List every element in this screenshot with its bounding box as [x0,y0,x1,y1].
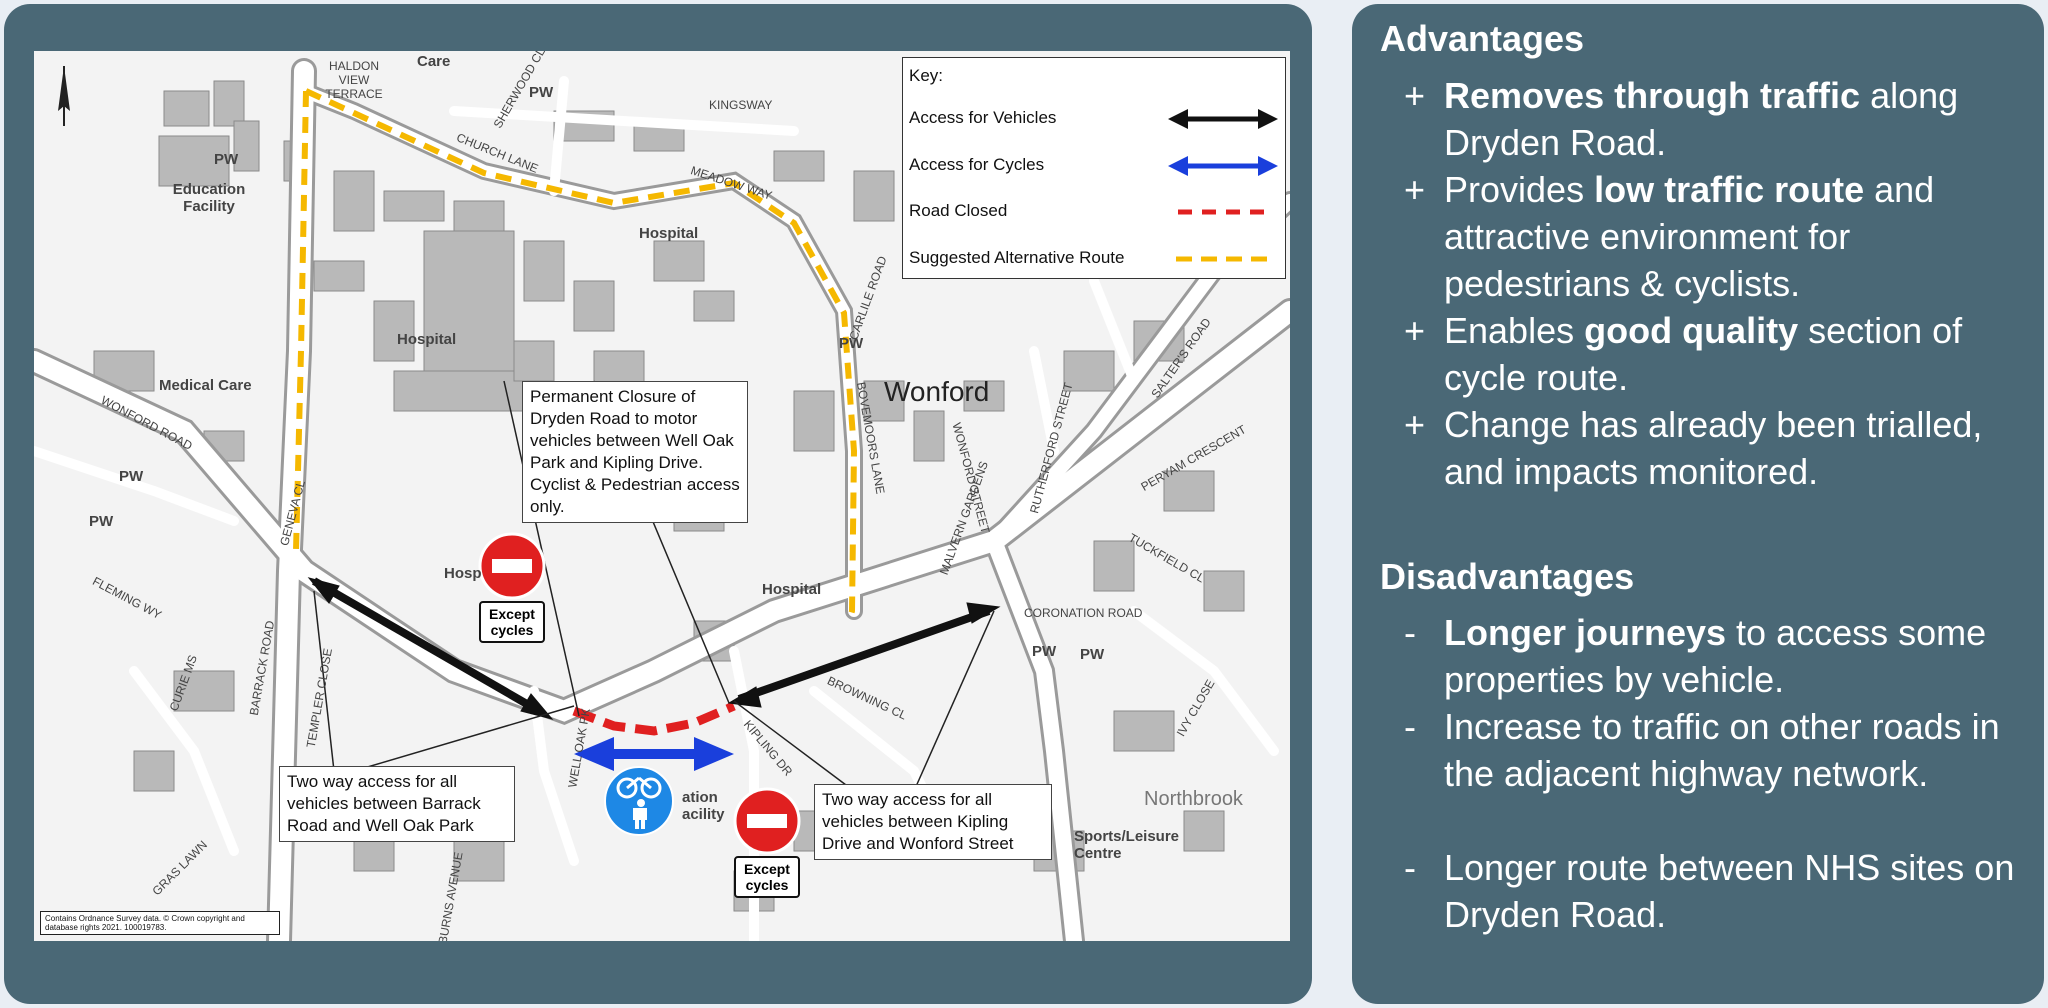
area-label-hospital: Hospital [639,225,699,242]
street-label: KINGSWAY [709,98,773,112]
area-label-education-2: ation acility [682,789,725,823]
advantage-text: along Dryden Road. [1444,75,1959,163]
area-label-care: Care [417,53,451,70]
place-label-northbrook: Northbrook [1144,788,1243,810]
advantage-text: section of cycle route. [1444,310,1963,398]
key-label-alt-route: Suggested Alternative Route [909,248,1125,267]
street-label: HALDON VIEW TERRACE [325,59,383,101]
disadvantages-title: Disadvantages [1380,556,1635,597]
except-cycles-sign-south: Except cycles [734,856,800,898]
advantage-text: Change has already been trialled, and im… [1444,404,1983,492]
map-key: Key: Access for Vehicles Access for Cycl… [902,57,1286,279]
bullet-marker: - [1404,612,1416,653]
bullet-marker: + [1404,75,1426,116]
area-label-education: Education Facility [172,181,246,215]
area-label-hospital: Hospital [397,331,457,348]
alternative-route-west [293,90,309,552]
vehicle-access-arrows [307,577,1001,720]
bullet-marker: + [1404,169,1426,210]
advantage-text-pre: Provides [1444,169,1595,210]
area-label-hospital: Hosp [444,565,482,582]
area-label-pw: PW [119,468,144,485]
cycle-access-arrow [574,737,734,771]
area-label-hospital: Hospital [762,581,822,598]
area-label-pw: PW [839,335,864,352]
bullet-marker: - [1404,706,1416,747]
street-label: CORONATION ROAD [1024,606,1143,620]
key-label-cycles: Access for Cycles [909,155,1045,174]
disadvantage-text: to access some properties by vehicle. [1444,612,1987,700]
place-label-wonford: Wonford [884,376,990,407]
no-entry-sign-south [733,787,801,855]
closure-callout: Permanent Closure of Dryden Road to moto… [522,381,748,523]
bullet-marker: + [1404,404,1426,445]
west-access-callout: Two way access for all vehicles between … [279,766,515,842]
key-title: Key: [909,66,944,85]
except-cycles-sign-north: Except cycles [479,601,545,643]
key-vehicle-arrow-icon [1168,109,1278,129]
area-label-medical: Medical Care [159,377,252,394]
area-label-pw: PW [529,84,554,101]
advantage-text: and attractive environment for pedestria… [1444,169,1935,304]
cycle-pedestrian-sign [604,766,674,836]
area-label-pw: PW [214,151,239,168]
no-entry-sign-north [478,532,546,600]
key-cycle-arrow-icon [1168,156,1278,176]
area-label-sports: Sports/Leisure Centre [1074,828,1180,862]
advantage-text-pre: Enables [1444,310,1585,351]
key-label-vehicles: Access for Vehicles [909,108,1057,127]
copyright-notice: Contains Ordnance Survey data. © Crown c… [40,911,280,935]
map-panel: Wonford Northbrook Care PW PW PW PW PW P… [4,4,1312,1004]
bullet-marker: - [1404,847,1416,888]
advantage-bold: low traffic route [1594,169,1865,210]
area-label-pw: PW [1080,646,1105,663]
advantage-bold: Removes through traffic [1444,75,1861,116]
east-access-callout: Two way access for all vehicles between … [814,784,1052,860]
map-area: Wonford Northbrook Care PW PW PW PW PW P… [34,51,1290,941]
area-label-pw: PW [1032,643,1057,660]
bullet-marker: + [1404,310,1426,351]
north-arrow-icon [58,66,70,126]
alternative-route [304,88,858,622]
pros-cons-panel: Advantages + Removes through traffic alo… [1352,4,2044,1004]
key-road-closed-icon [1178,209,1268,215]
advantage-bold: good quality [1584,310,1799,351]
area-label-pw: PW [89,513,114,530]
key-alt-route-icon [1176,256,1270,262]
disadvantage-bold: Longer journeys [1444,612,1727,653]
disadvantage-text: Longer route between NHS sites on Dryden… [1444,847,2015,935]
key-label-road-closed: Road Closed [909,201,1008,220]
advantages-title: Advantages [1380,18,1585,59]
road-closed-line [572,701,736,736]
disadvantage-text: Increase to traffic on other roads in th… [1444,706,2000,794]
